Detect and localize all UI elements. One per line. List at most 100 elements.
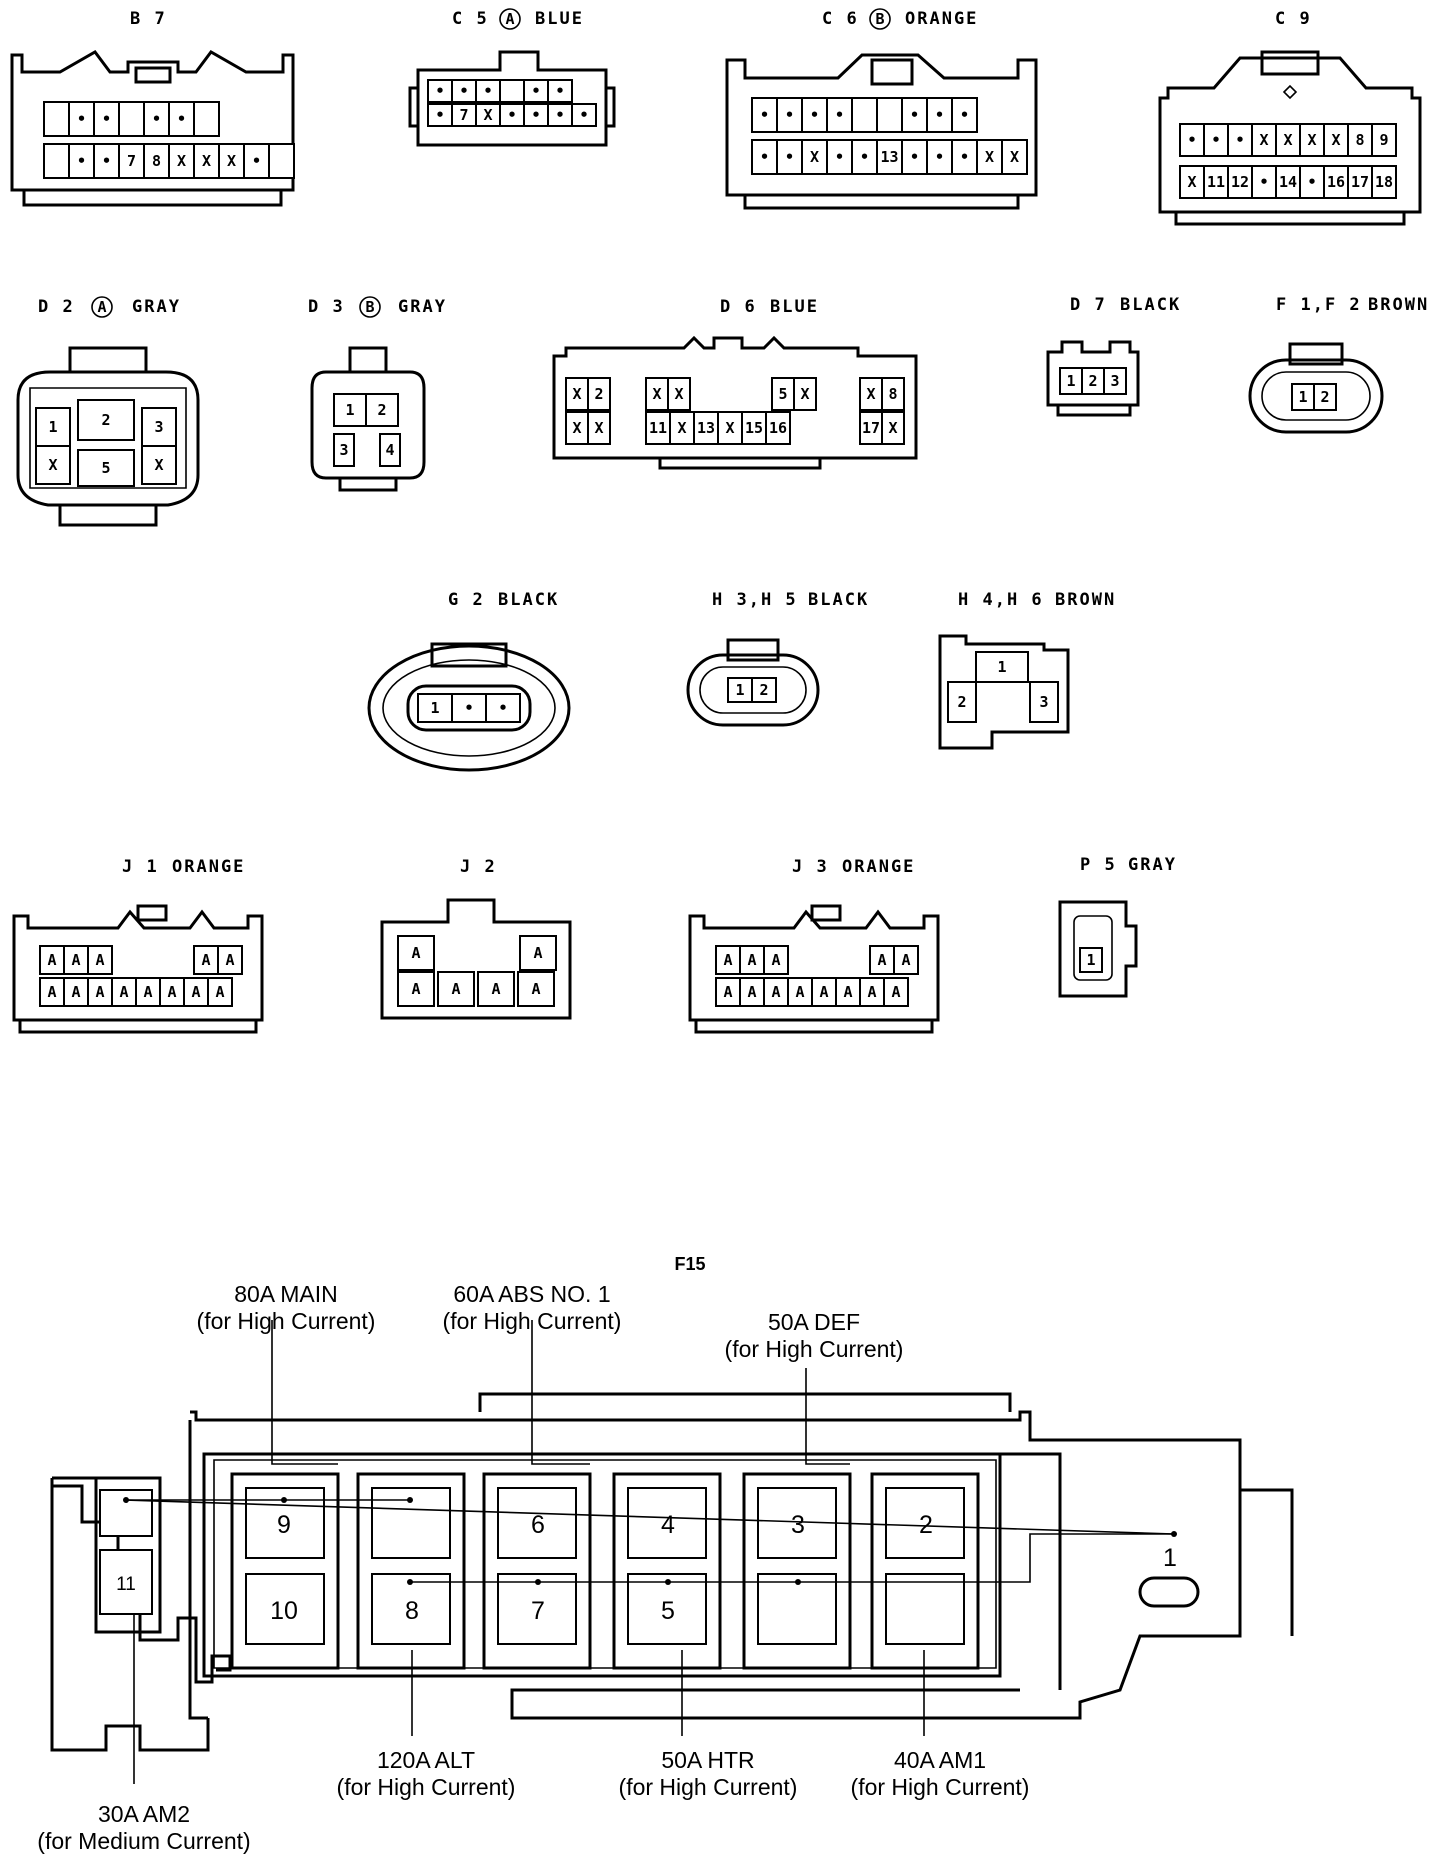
h4h6-pin-cell — [1029, 681, 1059, 723]
c6-pin-cell — [976, 139, 1003, 175]
j3-pin-label: A — [771, 983, 780, 1001]
d6-pin-label: X — [674, 385, 683, 403]
connector-c6-color: ORANGE — [905, 9, 978, 29]
b7-pin-cell — [193, 143, 220, 179]
c9-pin-label: 9 — [1379, 131, 1388, 149]
j3-pin-cell — [715, 977, 741, 1007]
d2-pin-cell — [35, 445, 71, 485]
j1-pin-label: A — [143, 983, 152, 1001]
c5-pin-label: • — [435, 82, 444, 100]
d3-pin-label: 2 — [377, 401, 386, 419]
j3-pin-cell — [869, 945, 895, 975]
connector-f1f2-color: BROWN — [1368, 295, 1429, 315]
c9-pin-label: • — [1307, 173, 1316, 191]
d7-pin-cell — [1103, 367, 1127, 395]
c5-pin-cell — [547, 79, 573, 103]
j1-pin-label: A — [47, 983, 56, 1001]
j2-pin-label: A — [451, 980, 460, 998]
j3-pin-label: A — [723, 983, 732, 1001]
connector-h3h5-color: BLACK — [808, 590, 869, 610]
c6-pin-label: • — [910, 106, 919, 124]
j1-pin-label: A — [191, 983, 200, 1001]
c6-pin-cell — [826, 97, 853, 133]
c6-pin-label: • — [785, 148, 794, 166]
b7-pin-cell — [43, 101, 70, 137]
j2-pin-label: A — [491, 980, 500, 998]
b7-pin-cell — [243, 143, 270, 179]
fuse-slot-3: 3 — [791, 1511, 805, 1539]
connector-d3-title: D 3 — [308, 297, 345, 317]
d3-pin-cell — [379, 433, 401, 467]
c6-pin-label: • — [960, 106, 969, 124]
b7-pin-label: • — [252, 152, 261, 170]
c6-pin-cell — [801, 139, 828, 175]
b7-pin-cell — [143, 101, 170, 137]
c6-pin-label: • — [860, 148, 869, 166]
j1-pin-cell — [87, 945, 113, 975]
fuse-slot-9: 9 — [277, 1511, 291, 1539]
connector-d2-color: GRAY — [132, 297, 181, 317]
c9-pin-label: 18 — [1375, 173, 1393, 191]
d7-pin-label: 3 — [1110, 372, 1119, 390]
h3h5-pin-cell — [727, 677, 753, 703]
c6-pin-cell — [751, 97, 778, 133]
j1-pin-label: A — [225, 951, 234, 969]
h4h6-pin-label: 3 — [1039, 693, 1048, 711]
j3-pin-label: A — [901, 951, 910, 969]
c9-pin-label: X — [1331, 131, 1340, 149]
h3h5-pin-label: 2 — [759, 681, 768, 699]
j3-pin-label: A — [771, 951, 780, 969]
j1-pin-label: A — [47, 951, 56, 969]
j1-pin-label: A — [95, 983, 104, 1001]
d2-pin-cell — [77, 449, 135, 487]
c5-pin-label: • — [507, 106, 516, 124]
d6-pin-label: 5 — [778, 385, 787, 403]
d2-pin-label: 3 — [154, 418, 163, 436]
c6-pin-label: • — [760, 106, 769, 124]
c6-pin-label: X — [985, 148, 994, 166]
d2-pin-label: 1 — [48, 418, 57, 436]
d6-pin-label: 17 — [862, 419, 880, 437]
c6-pin-cell — [776, 139, 803, 175]
b7-pin-cell — [193, 101, 220, 137]
j3-pin-label: A — [877, 951, 886, 969]
d7-pin-label: 2 — [1088, 372, 1097, 390]
d3-pin-label: 1 — [345, 401, 354, 419]
connector-p5-title: P 5 — [1080, 855, 1117, 875]
connector-c5-color: BLUE — [535, 9, 584, 29]
h4h6-pin-cell — [947, 681, 977, 723]
b7-pin-label: 7 — [127, 152, 136, 170]
c6-pin-label: • — [935, 148, 944, 166]
d6-pin-label: X — [572, 419, 581, 437]
g2-pin-label: • — [498, 699, 507, 717]
b7-pin-label: • — [102, 152, 111, 170]
j1-pin-label: A — [95, 951, 104, 969]
j2-pin-label: A — [411, 944, 420, 962]
h4h6-pin-label: 2 — [957, 693, 966, 711]
c9-pin-label: 11 — [1207, 173, 1225, 191]
connector-h4h6-color: BROWN — [1055, 590, 1116, 610]
c9-pin-label: 12 — [1231, 173, 1249, 191]
j3-pin-cell — [835, 977, 861, 1007]
connector-g2: G 2 BLACK 1•• — [367, 590, 571, 772]
h3h5-pin-label: 1 — [735, 681, 744, 699]
d6-pin-cell — [587, 377, 611, 411]
d2-pin-label: X — [154, 456, 163, 474]
c9-pin-label: X — [1187, 173, 1196, 191]
connector-d6-color: BLUE — [770, 297, 819, 317]
j3-pin-cell — [883, 977, 909, 1007]
c9-pin-cell — [1323, 123, 1349, 157]
connector-j1-color: ORANGE — [172, 857, 245, 877]
c5-pin-label: • — [531, 106, 540, 124]
c9-pin-cell — [1251, 123, 1277, 157]
connector-c5-title: C 5 — [452, 9, 489, 29]
c5-pin-label: • — [459, 82, 468, 100]
fuse-slot-2: 2 — [919, 1511, 933, 1539]
j1-pin-label: A — [71, 951, 80, 969]
label-htr-name: 50A HTR — [661, 1747, 754, 1773]
